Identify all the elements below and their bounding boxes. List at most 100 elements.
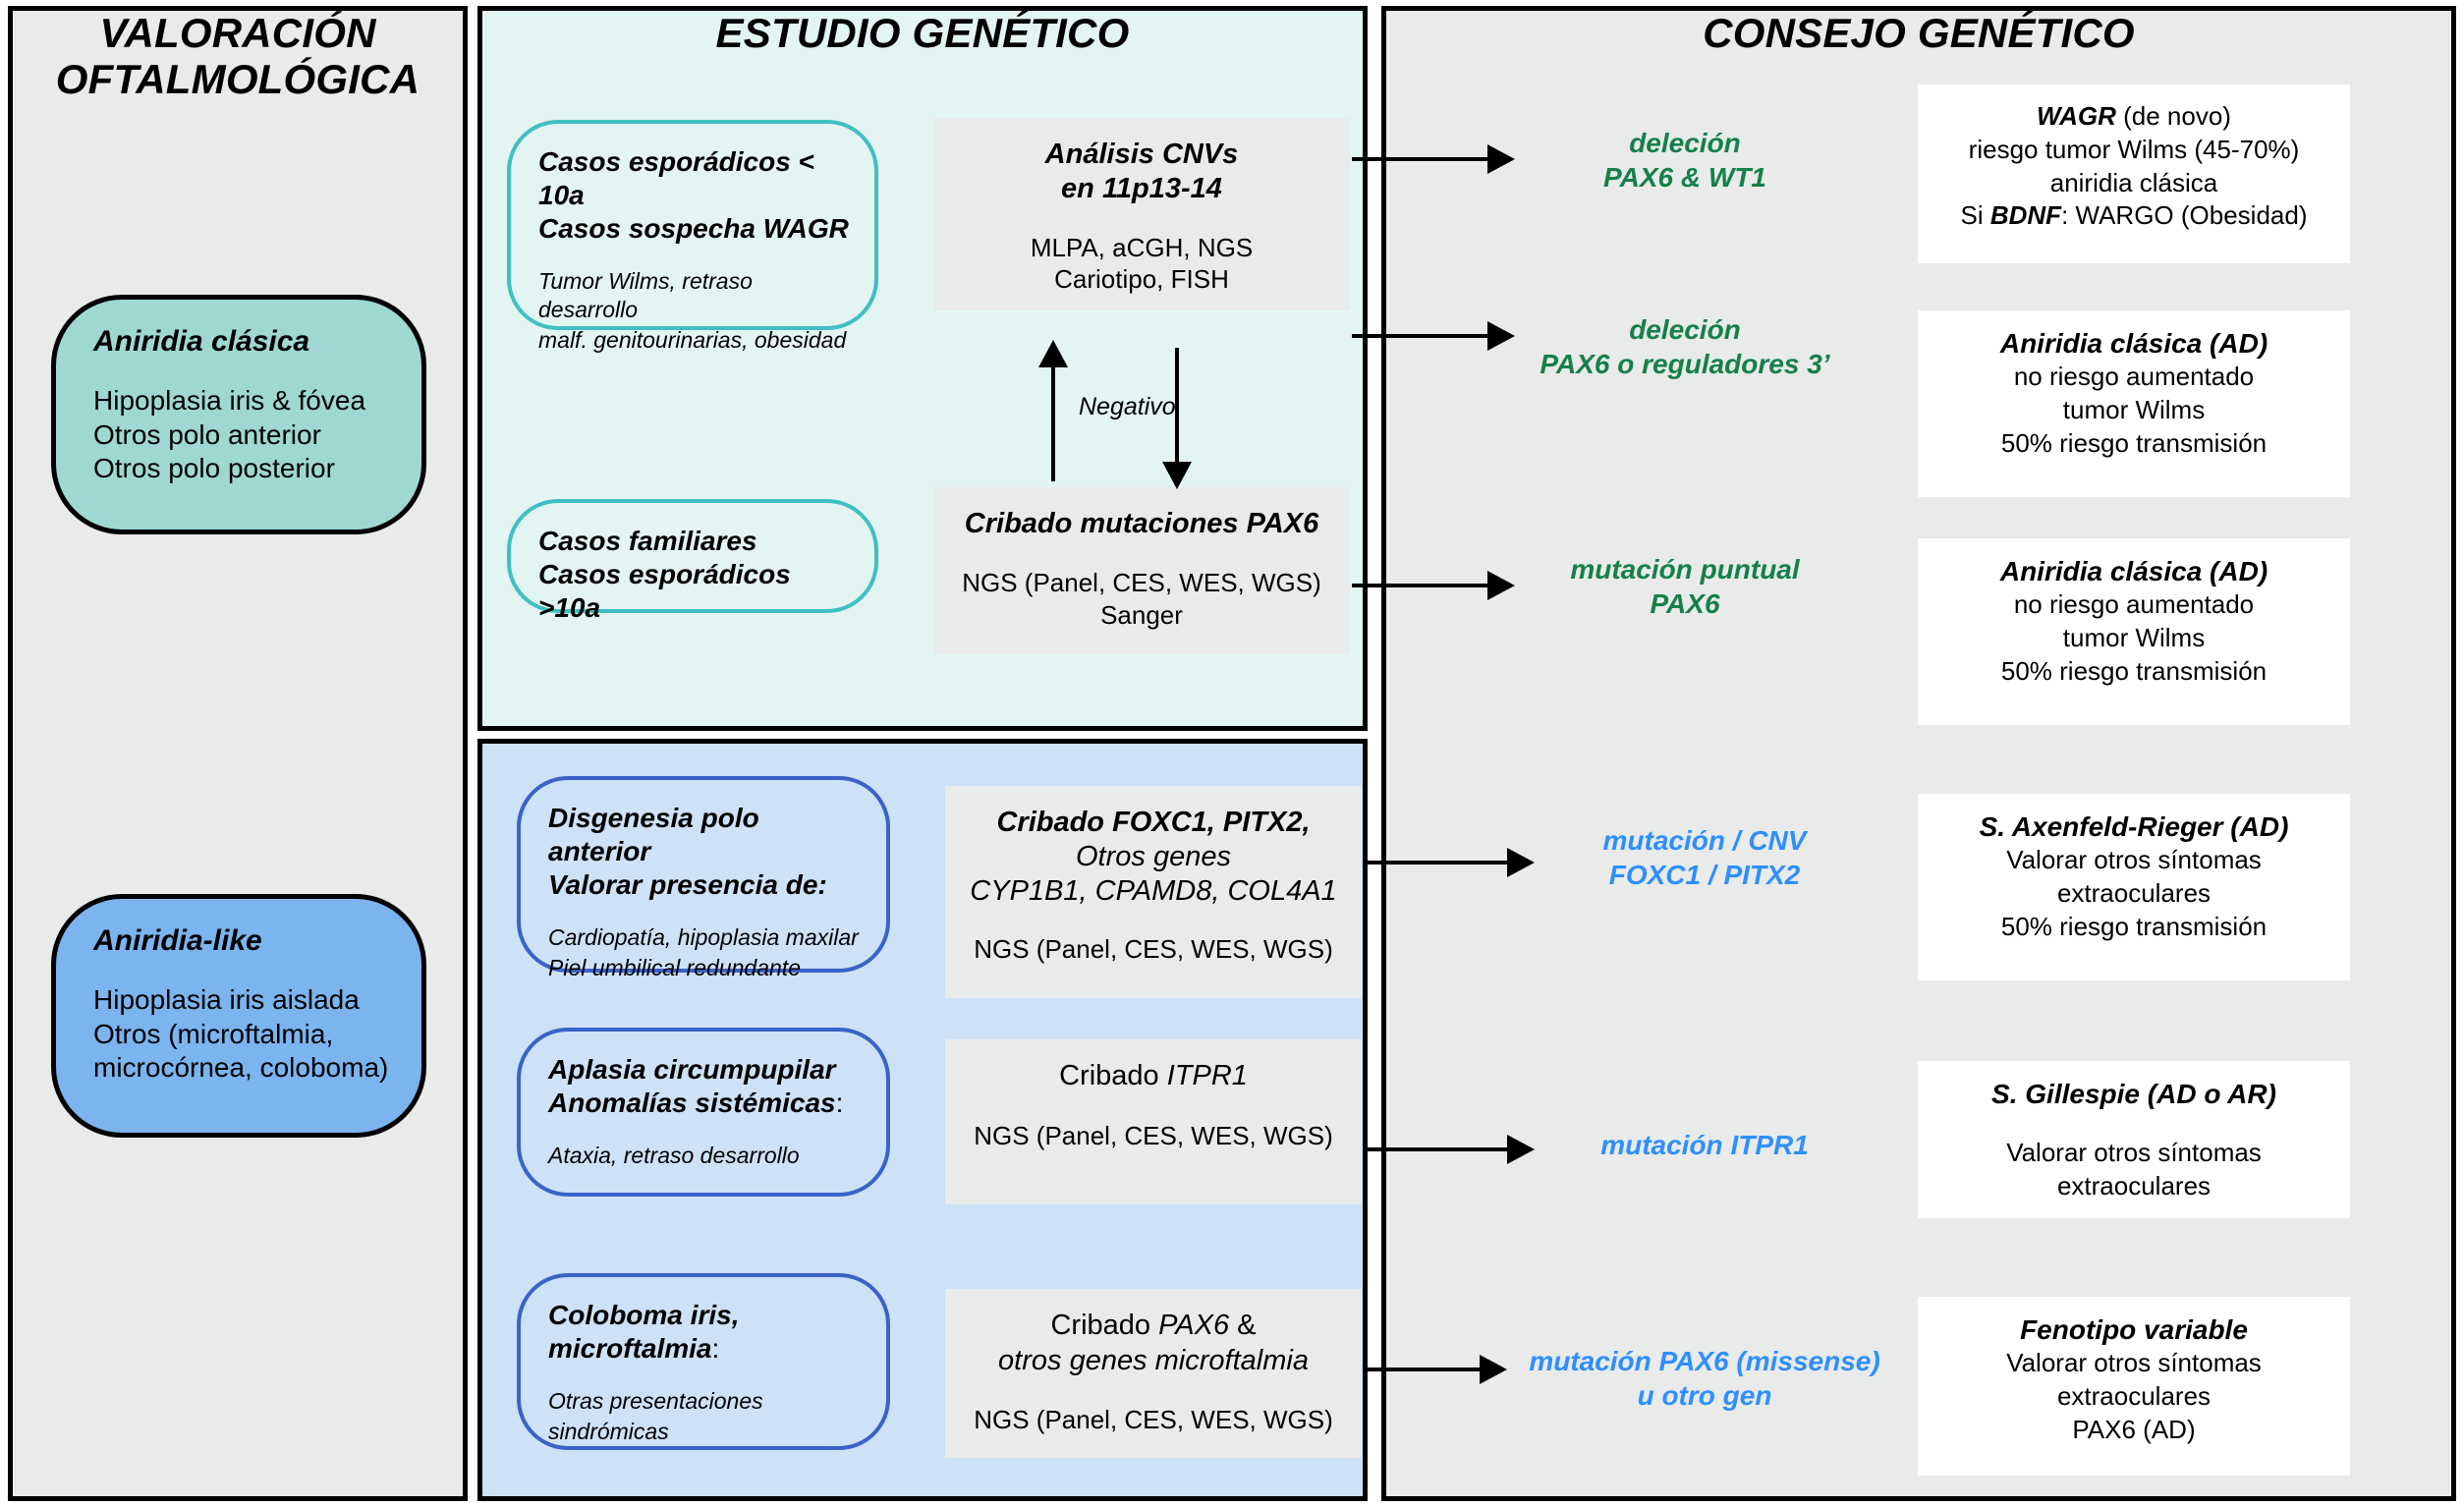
arrow-to-result-5	[1364, 1135, 1535, 1164]
test-title-line1: Cribado FOXC1, PITX2,	[996, 807, 1311, 838]
result-line2: FOXC1 / PITX2	[1608, 860, 1801, 891]
outcome-line: Valorar otros síntomas	[2006, 1348, 2262, 1378]
column-title-genetic-study: ESTUDIO GENÉTICO	[715, 10, 1130, 56]
phenotype-box-aniridia-clasica: Aniridia clásica Hipoplasia iris & fóvea…	[51, 295, 426, 534]
test-method-line1: NGS (Panel, CES, WES, WGS)	[974, 934, 1333, 965]
panel-ophthalmic-evaluation	[8, 6, 468, 1501]
indication-sub-line1: Otras presentaciones	[548, 1388, 763, 1415]
outcome-line-bdnf: Si BDNF: WARGO (Obesidad)	[1960, 200, 2308, 231]
test-title-line2: Otros genes	[1076, 840, 1231, 872]
outcome-title: Aniridia clásica (AD)	[1999, 556, 2268, 586]
phenotype-line: Hipoplasia iris aislada	[93, 984, 360, 1015]
phenotype-title: Aniridia-like	[93, 924, 262, 957]
outcome-line: extraoculares	[2056, 1381, 2212, 1412]
outcome-title: WAGR (de novo)	[2037, 101, 2231, 131]
indication-title-line2: microftalmia:	[548, 1333, 720, 1365]
test-box-pax6-microphthalmia-screening: Cribado PAX6 & otros genes microftalmia …	[945, 1289, 1362, 1458]
outcome-line: 50% riesgo transmisión	[2000, 911, 2268, 941]
outcome-title: S. Gillespie (AD o AR)	[1991, 1079, 2276, 1109]
indication-title-line2: Valorar presencia de:	[548, 869, 827, 901]
result-label-deletion-pax6-wt1: deleción PAX6 & WT1	[1493, 126, 1876, 195]
outcome-title: Fenotipo variable	[2020, 1314, 2248, 1345]
indication-sub-line2: Piel umbilical redundante	[548, 955, 801, 981]
arrow-down-to-pax6	[1162, 348, 1192, 489]
result-line1: mutación ITPR1	[1600, 1130, 1809, 1160]
arrow-to-result-6	[1364, 1355, 1507, 1384]
outcome-line: 50% riesgo transmisión	[2000, 655, 2268, 686]
phenotype-line: microcórnea, coloboma)	[93, 1052, 389, 1084]
arrow-to-result-3	[1352, 571, 1515, 600]
outcome-title: S. Axenfeld-Rieger (AD)	[1979, 811, 2289, 842]
phenotype-line: Hipoplasia iris & fóvea	[93, 385, 366, 416]
column-title-ophthalmic: VALORACIÓN OFTALMOLÓGICA	[18, 10, 458, 102]
test-method-line1: NGS (Panel, CES, WES, WGS)	[974, 1404, 1333, 1434]
result-label-deletion-pax6-regulators: deleción PAX6 o reguladores 3’	[1493, 312, 1876, 382]
indication-sub-line1: Tumor Wilms, retraso desarrollo	[538, 268, 753, 323]
indication-title-line1: Casos esporádicos < 10a	[538, 146, 814, 211]
test-title-line1: Cribado PAX6 &	[1050, 1310, 1257, 1341]
phenotype-box-aniridia-like: Aniridia-like Hipoplasia iris aislada Ot…	[51, 894, 426, 1138]
test-box-foxc1-pitx2-screening: Cribado FOXC1, PITX2, Otros genes CYP1B1…	[945, 786, 1362, 998]
arrow-to-result-1	[1352, 144, 1515, 174]
indication-sub-line1: Cardiopatía, hipoplasia maxilar	[548, 924, 859, 951]
result-label-mutation-pax6-missense: mutación PAX6 (missense) u otro gen	[1493, 1344, 1916, 1414]
arrow-to-result-2	[1352, 321, 1515, 351]
phenotype-line: Otros (microftalmia,	[93, 1018, 334, 1049]
test-title-line3: CYP1B1, CPAMD8, COL4A1	[970, 874, 1337, 907]
indication-title-line2: Casos esporádicos >10a	[538, 559, 791, 624]
result-label-point-mutation-pax6: mutación puntual PAX6	[1493, 552, 1876, 622]
indication-title-line1: Disgenesia polo anterior	[548, 803, 759, 867]
indication-title-line2: Anomalías sistémicas:	[548, 1088, 844, 1119]
column-title-ophthalmic-line1: VALORACIÓN	[99, 10, 376, 56]
test-title-line1: Cribado ITPR1	[1059, 1060, 1248, 1091]
outcome-line: 50% riesgo transmisión	[2000, 427, 2268, 458]
outcome-box-wagr: WAGR (de novo) riesgo tumor Wilms (45-70…	[1918, 84, 2350, 263]
indication-sub-line1: Ataxia, retraso desarrollo	[548, 1143, 800, 1169]
indication-box-anterior-dysgenesis: Disgenesia polo anterior Valorar presenc…	[517, 776, 890, 980]
outcome-box-variable-phenotype: Fenotipo variable Valorar otros síntomas…	[1918, 1297, 2350, 1476]
indication-sub-line2: sindrómicas	[548, 1419, 669, 1445]
outcome-line: Valorar otros síntomas	[2006, 1138, 2262, 1168]
outcome-line: tumor Wilms	[2062, 395, 2206, 425]
result-line2: u otro gen	[1637, 1380, 1772, 1412]
phenotype-line: Otros polo posterior	[93, 453, 335, 484]
result-line2: PAX6	[1650, 588, 1720, 620]
outcome-box-gillespie: S. Gillespie (AD o AR) Valorar otros sín…	[1918, 1061, 2350, 1218]
result-label-mutation-itpr1: mutación ITPR1	[1513, 1128, 1896, 1162]
result-line2: PAX6 & WT1	[1603, 162, 1766, 194]
outcome-line: PAX6 (AD)	[2072, 1414, 2196, 1444]
outcome-line: extraoculares	[2056, 878, 2212, 909]
test-method-line1: MLPA, aCGH, NGS	[1030, 232, 1254, 262]
result-line1: deleción	[1629, 314, 1741, 345]
indication-box-familial: Casos familiares Casos esporádicos >10a	[507, 499, 878, 623]
test-method-line2: Cariotipo, FISH	[1054, 264, 1229, 295]
outcome-line: no riesgo aumentado	[2013, 362, 2255, 392]
result-label-mutation-cnv-foxc1-pitx2: mutación / CNV FOXC1 / PITX2	[1513, 823, 1896, 893]
indication-title-line1: Aplasia circumpupilar	[548, 1054, 836, 1085]
test-title-line1: Análisis CNVs	[1044, 139, 1239, 170]
result-line1: mutación PAX6 (missense)	[1529, 1346, 1880, 1376]
result-line2: PAX6 o reguladores 3’	[1540, 349, 1830, 380]
edge-label-negativo: Negativo	[1079, 393, 1176, 420]
indication-title-line1: Coloboma iris,	[548, 1300, 740, 1330]
test-title-line2: otros genes microftalmia	[998, 1344, 1309, 1376]
outcome-box-axenfeld-rieger: S. Axenfeld-Rieger (AD) Valorar otros sí…	[1918, 794, 2350, 980]
indication-title-line2: Casos sospecha WAGR	[538, 213, 849, 245]
indication-sub-line2: malf. genitourinarias, obesidad	[538, 327, 847, 354]
outcome-line: extraoculares	[2056, 1171, 2212, 1201]
test-box-itpr1-screening: Cribado ITPR1 NGS (Panel, CES, WES, WGS)	[945, 1039, 1362, 1204]
outcome-line: Valorar otros síntomas	[2006, 845, 2262, 875]
column-title-ophthalmic-line2: OFTALMOLÓGICA	[55, 56, 420, 103]
arrow-up-to-cnv	[1038, 340, 1068, 481]
indication-box-circumpupillary-aplasia: Aplasia circumpupilar Anomalías sistémic…	[517, 1028, 890, 1197]
test-title-line2: en 11p13-14	[1061, 172, 1222, 204]
test-box-pax6-mutation-screening: Cribado mutaciones PAX6 NGS (Panel, CES,…	[933, 487, 1350, 654]
arrow-to-result-4	[1364, 848, 1535, 877]
test-method-line2: Sanger	[1100, 599, 1183, 630]
phenotype-line: Otros polo anterior	[93, 419, 321, 450]
outcome-box-aniridia-classic-point-mutation: Aniridia clásica (AD) no riesgo aumentad…	[1918, 538, 2350, 725]
indication-box-sporadic-wagr: Casos esporádicos < 10a Casos sospecha W…	[507, 120, 878, 353]
test-title-line1: Cribado mutaciones PAX6	[964, 508, 1319, 539]
outcome-title: Aniridia clásica (AD)	[1999, 328, 2268, 359]
